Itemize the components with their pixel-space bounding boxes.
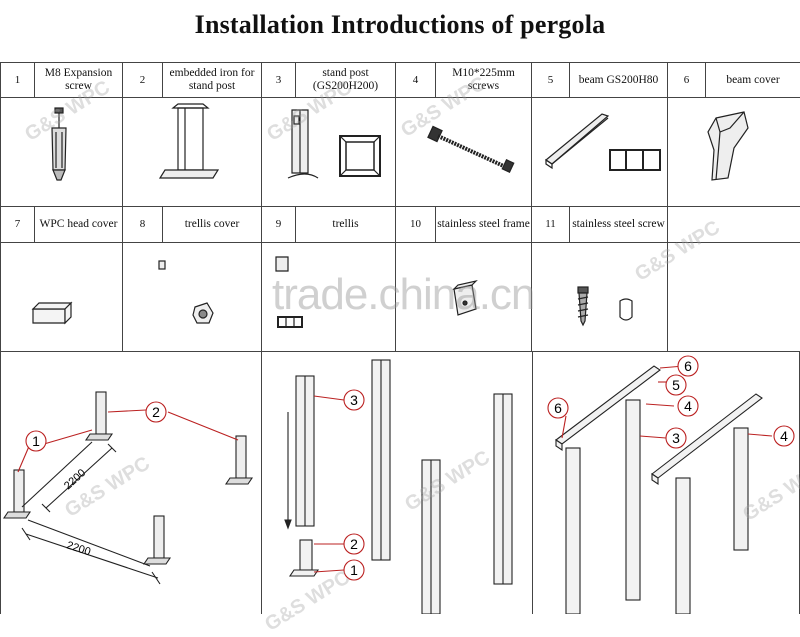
callout-1: 1 (32, 433, 40, 449)
part-number: 3 (262, 63, 296, 98)
callout-3: 3 (350, 392, 358, 408)
callout-1: 1 (350, 562, 358, 578)
trellis-cover-drawing (123, 242, 262, 351)
part-name: stainless steel frame (436, 207, 532, 242)
parts-label-row-2: 7 WPC head cover 8 trellis cover 9 trell… (1, 207, 800, 242)
embedded-iron-drawing (123, 98, 262, 207)
parts-image-row-1 (1, 98, 800, 207)
beam-cover-drawing (668, 98, 800, 207)
part-number: 2 (123, 63, 163, 98)
part-number: 8 (123, 207, 163, 242)
part-name: stainless steel screw (570, 207, 668, 242)
part-name: stand post (GS200H200) (296, 63, 396, 98)
dimension-label: 2200 (62, 467, 88, 492)
part-number: 9 (262, 207, 296, 242)
part-name: beam GS200H80 (570, 63, 668, 98)
part-name: beam cover (706, 63, 800, 98)
part-name: trellis (296, 207, 396, 242)
part-name: trellis cover (163, 207, 262, 242)
callout-2: 2 (350, 536, 358, 552)
callout-5: 5 (672, 377, 680, 393)
part-number: 11 (532, 207, 570, 242)
empty-cell (668, 242, 800, 351)
page-title: Installation Introductions of pergola (0, 10, 800, 40)
step-3-beams (548, 356, 794, 614)
callout-2: 2 (152, 404, 160, 420)
part-name: embedded iron for stand post (163, 63, 262, 98)
callout-4: 4 (780, 428, 788, 444)
step-2-posts (285, 360, 512, 614)
parts-table: 1 M8 Expansion screw 2 embedded iron for… (0, 62, 800, 352)
callout-4: 4 (684, 398, 692, 414)
stainless-steel-frame-drawing (396, 242, 532, 351)
part-number: 5 (532, 63, 570, 98)
assembly-steps: 2 1 2200 2200 3 2 1 (0, 352, 800, 614)
part-number: 7 (1, 207, 35, 242)
part-name: M8 Expansion screw (35, 63, 123, 98)
parts-image-row-2 (1, 242, 800, 351)
part-number: 4 (396, 63, 436, 98)
expansion-screw-drawing (1, 98, 123, 207)
beam-drawing (532, 98, 668, 207)
empty-cell (668, 207, 800, 242)
m10-screws-drawing (396, 98, 532, 207)
callout-6: 6 (554, 400, 562, 416)
callout-6: 6 (684, 358, 692, 374)
part-number: 6 (668, 63, 706, 98)
trellis-drawing (262, 242, 396, 351)
part-number: 1 (1, 63, 35, 98)
part-number: 10 (396, 207, 436, 242)
stainless-steel-screw-drawing (532, 242, 668, 351)
step-1-foundation (4, 392, 252, 584)
parts-label-row-1: 1 M8 Expansion screw 2 embedded iron for… (1, 63, 800, 98)
part-name: M10*225mm screws (436, 63, 532, 98)
part-name: WPC head cover (35, 207, 123, 242)
wpc-head-cover-drawing (1, 242, 123, 351)
callout-3: 3 (672, 430, 680, 446)
stand-post-drawing (262, 98, 396, 207)
